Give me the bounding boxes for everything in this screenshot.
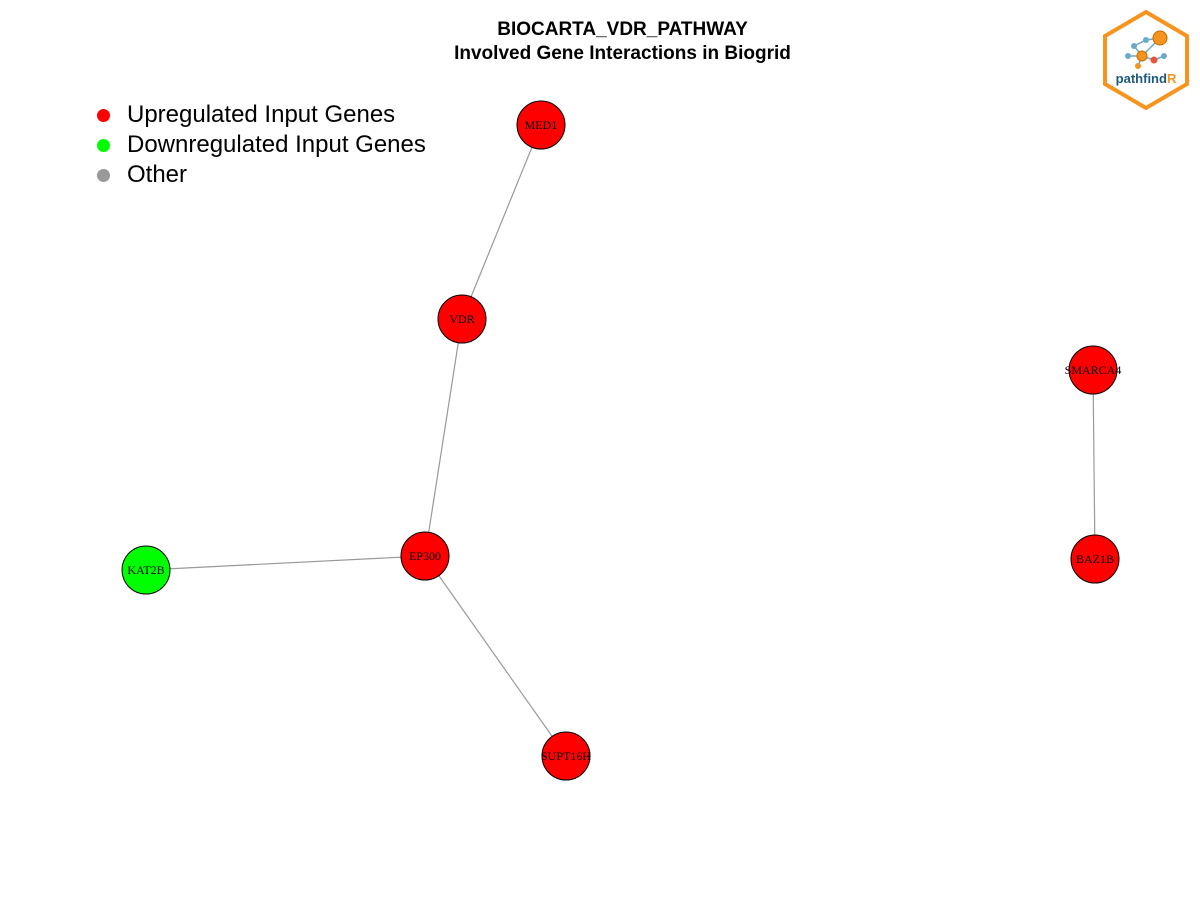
edges-layer [145,124,1096,757]
legend-label-other: Other [127,161,188,188]
node-circle-ep300[interactable] [400,531,450,581]
node-label-vdr: VDR [449,312,474,326]
node-circle-supt16h[interactable] [541,731,591,781]
node-baz1b[interactable]: BAZ1B [1070,534,1120,584]
node-circle-kat2b[interactable] [121,545,171,595]
edge-ep300-kat2b [145,555,426,571]
node-label-med1: MED1 [525,118,558,132]
legend-item-other: Other [97,160,426,190]
node-supt16h[interactable]: SUPT16H [541,731,591,781]
node-smarca4[interactable]: SMARCA4 [1065,345,1122,395]
logo-text-main: pathfind [1116,71,1167,86]
logo-network-icon [1125,30,1168,69]
edge-vdr-ep300 [424,318,463,557]
node-kat2b[interactable]: KAT2B [121,545,171,595]
edge-smarca4-baz1b [1092,369,1096,560]
node-vdr[interactable]: VDR [437,294,487,344]
plot-title: BIOCARTA_VDR_PATHWAY [497,19,748,40]
legend-label-upregulated: Upregulated Input Genes [127,101,396,128]
logo-hexagon [1103,10,1189,110]
edge-ep300-supt16h [424,555,567,757]
node-label-smarca4: SMARCA4 [1065,363,1122,377]
node-circle-baz1b[interactable] [1070,534,1120,584]
node-med1[interactable]: MED1 [516,100,566,150]
edge-med1-vdr [461,124,542,320]
legend-dot-other [97,168,110,182]
node-label-baz1b: BAZ1B [1076,552,1114,566]
node-circle-med1[interactable] [516,100,566,150]
node-circle-smarca4[interactable] [1068,345,1118,395]
node-circle-vdr[interactable] [437,294,487,344]
logo-text: pathfindR [1116,71,1177,86]
legend: Upregulated Input Genes Downregulated In… [97,100,426,190]
node-label-ep300: EP300 [409,549,441,563]
logo-text-accent: R [1167,71,1177,86]
legend-item-downregulated: Downregulated Input Genes [97,130,426,160]
node-label-kat2b: KAT2B [127,563,164,577]
plot-title-block: BIOCARTA_VDR_PATHWAY Involved Gene Inter… [0,18,1200,66]
plot-subtitle: Involved Gene Interactions in Biogrid [454,43,791,64]
legend-dot-upregulated [97,108,110,122]
pathfindr-logo: pathfindR [1103,10,1189,110]
legend-item-upregulated: Upregulated Input Genes [97,100,426,130]
node-ep300[interactable]: EP300 [400,531,450,581]
legend-dot-downregulated [97,138,110,152]
node-label-supt16h: SUPT16H [541,749,591,763]
legend-label-downregulated: Downregulated Input Genes [127,131,426,158]
